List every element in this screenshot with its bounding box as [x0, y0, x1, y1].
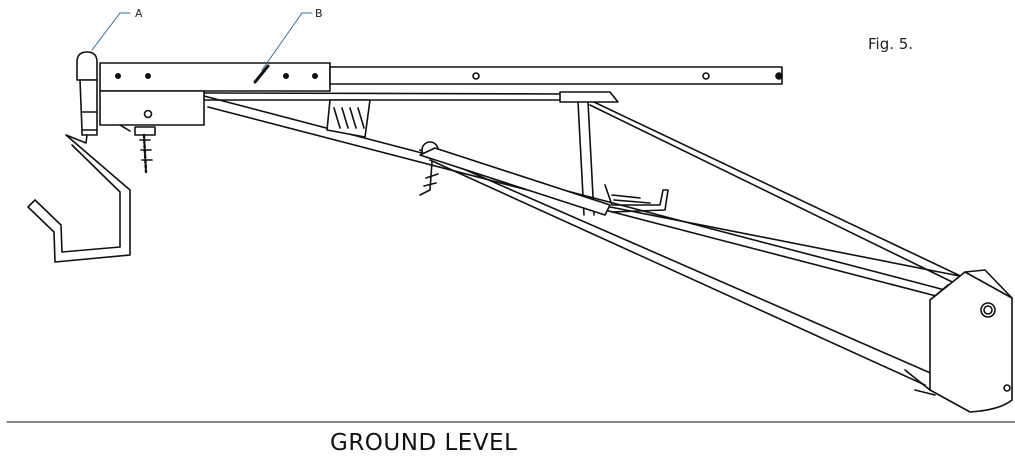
- ground-level-label: GROUND LEVEL: [330, 430, 518, 456]
- latch-handle: [604, 184, 669, 213]
- mid-brace: [419, 141, 611, 216]
- callout-b-label: B: [315, 7, 323, 20]
- chain-fitting: [134, 126, 156, 174]
- sw-plate: [326, 99, 371, 138]
- hook: [27, 134, 131, 263]
- pin-b: [253, 64, 270, 84]
- callout-a-label: A: [135, 7, 143, 20]
- base-mount: [904, 269, 1013, 413]
- top-boom: [99, 62, 783, 92]
- swivel-head: [76, 51, 98, 136]
- callout-leaders: [91, 12, 313, 71]
- slide-block: [99, 90, 205, 132]
- diagonal-tubes: [203, 92, 991, 386]
- figure-label: Fig. 5.: [868, 35, 914, 53]
